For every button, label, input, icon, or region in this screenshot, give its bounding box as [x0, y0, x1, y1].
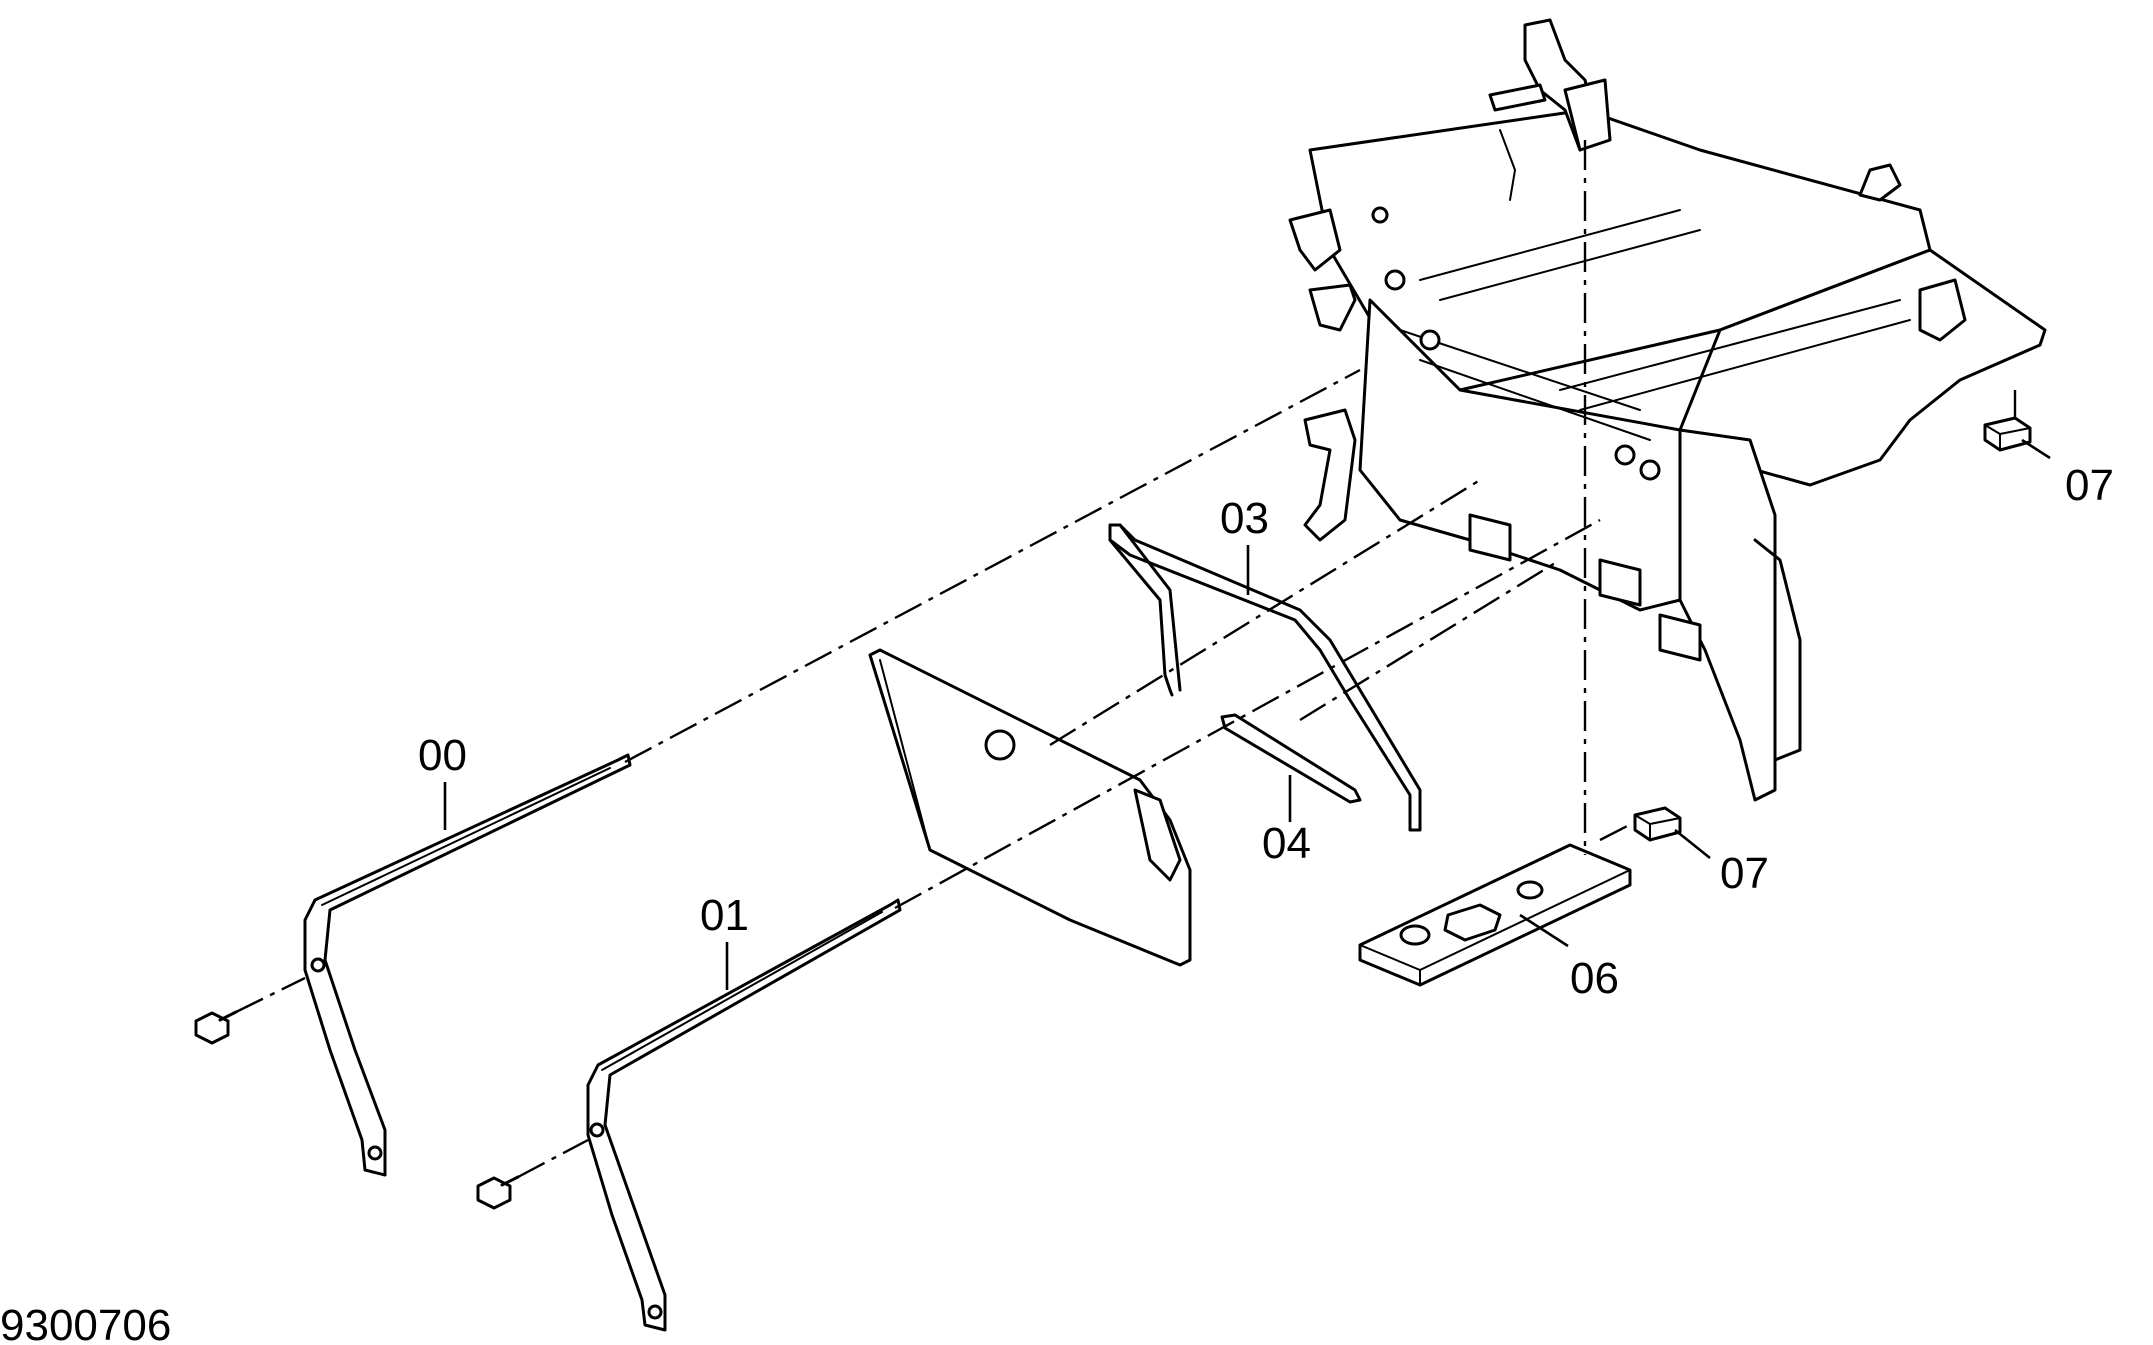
callout-00: 00	[418, 731, 467, 780]
document-id: 9300706	[0, 1301, 171, 1345]
callout-03: 03	[1220, 494, 1269, 543]
callout-07-lower: 07	[1720, 849, 1769, 898]
part-04-strip	[1220, 713, 1362, 804]
callout-01: 01	[700, 891, 749, 940]
seat-frame-assembly	[1288, 18, 2047, 802]
part-06-base-plate	[1358, 843, 1632, 987]
part-01-bracket	[586, 898, 902, 1332]
bolt-01	[476, 1175, 520, 1210]
part-00-bracket	[303, 753, 632, 1177]
callout-leaders	[443, 438, 2051, 990]
part-07-pad-upper	[1983, 416, 2032, 452]
bolt-00	[194, 1010, 238, 1045]
callout-07-upper: 07	[2065, 461, 2114, 510]
assembly-lines	[235, 140, 2017, 1179]
callout-06: 06	[1570, 954, 1619, 1003]
cover-plate	[868, 648, 1192, 967]
callout-04: 04	[1262, 819, 1311, 868]
part-07-pad-lower	[1633, 806, 1682, 842]
part-03-wire-frame	[1108, 523, 1422, 832]
